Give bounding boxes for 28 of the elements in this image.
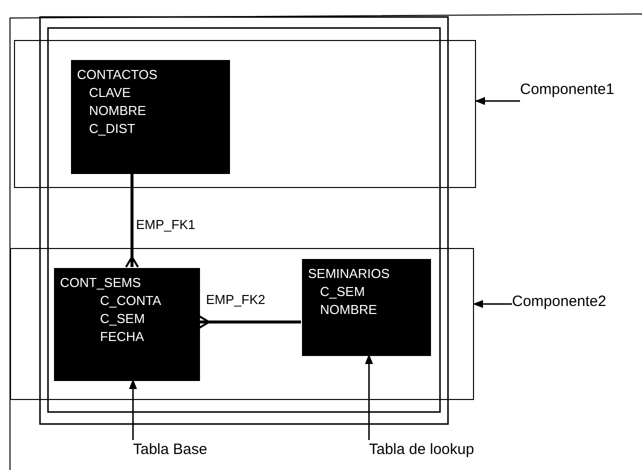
table-box — [54, 268, 200, 381]
table-name: CONT_SEMS — [60, 274, 142, 292]
column-name: CLAVE — [88, 84, 132, 102]
table-box — [71, 60, 230, 174]
column-name: C_CONTA — [99, 292, 162, 310]
table-name: CONTACTOS — [77, 66, 158, 84]
arrow — [129, 379, 137, 440]
component-frame — [14, 40, 476, 188]
annotation-text: Componente1 — [520, 80, 614, 100]
annotation-text: Tabla Base — [133, 440, 208, 460]
column-name: C_SEM — [319, 283, 366, 301]
column-name: FECHA — [99, 328, 146, 346]
relationship-line — [198, 315, 301, 329]
column-name: C_DIST — [88, 120, 136, 138]
table-name: SEMINARIOS — [308, 265, 391, 283]
arrow — [473, 300, 512, 308]
annotation-text: Tabla de lookup — [369, 440, 474, 460]
edge-label: EMP_FK2 — [206, 292, 266, 308]
relationship-line — [125, 173, 139, 268]
table-box — [302, 259, 431, 356]
edge-label: EMP_FK1 — [136, 217, 196, 233]
component-frame — [10, 248, 474, 400]
arrow — [475, 97, 520, 105]
column-name: C_SEM — [99, 310, 146, 328]
annotation-text: Componente2 — [512, 292, 606, 312]
arrow — [365, 354, 373, 440]
column-name: NOMBRE — [88, 102, 148, 120]
column-name: NOMBRE — [319, 301, 378, 319]
